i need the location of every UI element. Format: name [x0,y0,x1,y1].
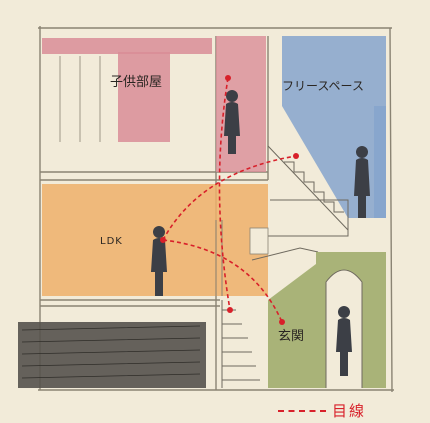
person-entrance [336,306,352,376]
gaze-line-ldk-to-freespace [162,155,297,241]
legend-label: 目線 [332,402,367,420]
child-room-area [42,36,266,172]
stairs-icon [267,145,349,237]
person-child-room [224,90,240,154]
person-free-space [354,146,370,218]
legend-dash-line [278,409,326,412]
person-ldk [151,226,167,296]
person-silhouette-icon [151,90,370,376]
gaze-line-child-to-stairs [218,77,231,311]
gaze-lines [162,77,297,323]
gaze-points [160,75,299,325]
label-free-space: フリースペース [282,79,364,93]
label-entrance: 玄関 [278,329,305,344]
label-child-room: 子供部屋 [110,75,163,90]
legend: 目線 [278,400,366,421]
label-ldk: LDK [100,236,123,247]
basement-block [18,322,206,388]
gaze-line-ldk-to-entrance [162,239,283,323]
